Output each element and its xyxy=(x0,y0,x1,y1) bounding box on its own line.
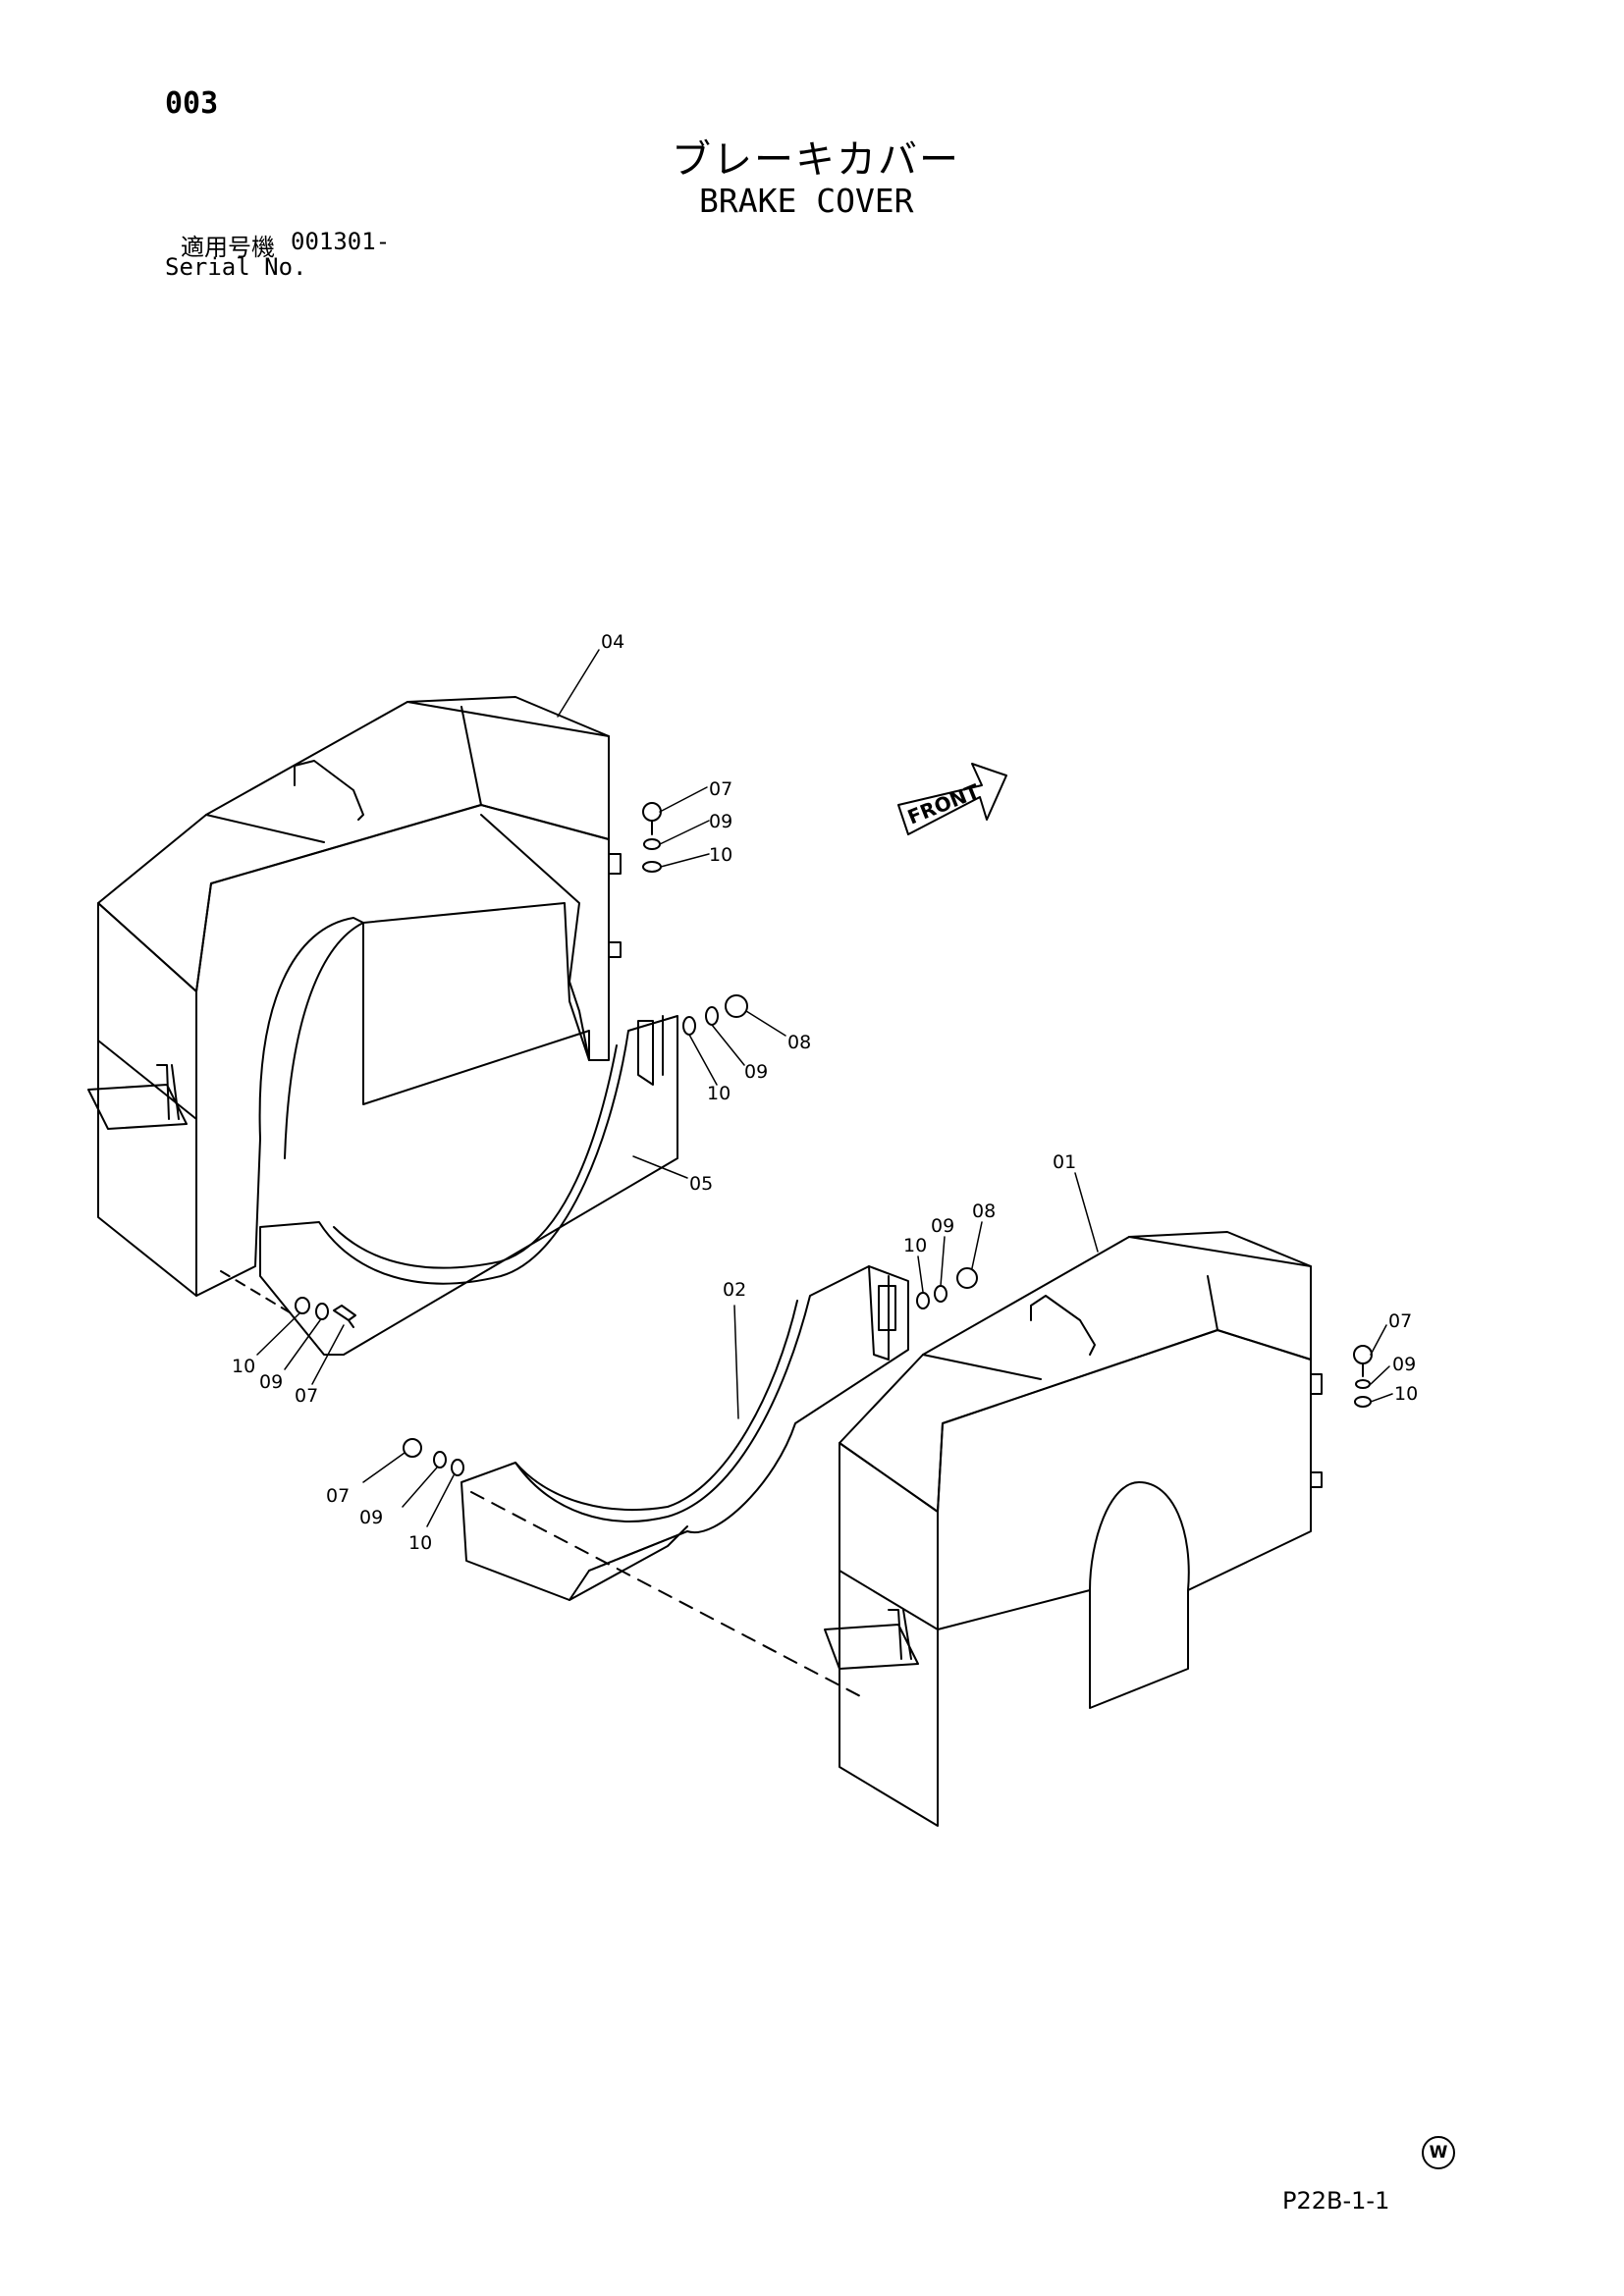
label-lower-mid-09: 09 xyxy=(359,1507,383,1528)
leader-lines xyxy=(688,1010,786,1086)
label-part-02: 02 xyxy=(723,1279,746,1301)
label-top-left-07: 07 xyxy=(709,778,732,800)
leader-lines xyxy=(917,1221,983,1293)
part-01-right-tab xyxy=(1310,1373,1323,1488)
label-mid-right-10: 10 xyxy=(903,1235,927,1256)
label-right-10: 10 xyxy=(1394,1383,1418,1405)
label-right-09: 09 xyxy=(1392,1354,1416,1375)
part-01-handle xyxy=(1030,1295,1096,1356)
leader-part-01 xyxy=(1074,1172,1099,1253)
page-number: 003 xyxy=(165,86,219,121)
leader-lines xyxy=(1370,1324,1393,1403)
part-05-arc-inner xyxy=(333,1044,618,1269)
fastener-group-lower-middle xyxy=(362,1438,464,1527)
part-04-cover xyxy=(87,696,622,1297)
part-04-lower-side xyxy=(195,1118,261,1297)
label-lower-mid-07: 07 xyxy=(326,1485,350,1507)
part-05-plate xyxy=(259,1015,678,1356)
label-lower-left-10: 10 xyxy=(232,1356,255,1377)
leader-part-02 xyxy=(733,1305,739,1419)
label-mid-right-09: 09 xyxy=(931,1215,954,1237)
front-label: FRONT xyxy=(904,779,983,829)
page-title-english: BRAKE COVER xyxy=(699,182,914,220)
label-mid-left-09: 09 xyxy=(744,1061,768,1083)
part-04-handle xyxy=(294,760,364,821)
washer-10 xyxy=(295,1297,310,1314)
washer-09 xyxy=(705,1006,719,1026)
bolt-08-head xyxy=(956,1267,978,1289)
fastener-group-middle-left xyxy=(682,994,786,1086)
label-mid-left-08: 08 xyxy=(787,1032,811,1053)
page-code: P22B-1-1 xyxy=(1282,2187,1390,2215)
washer-09 xyxy=(433,1451,447,1468)
part-01-bracket xyxy=(824,1609,919,1670)
leader-lines xyxy=(362,1452,455,1527)
part-02-outline xyxy=(460,1265,909,1601)
fastener-group-middle-right xyxy=(916,1221,983,1309)
part-04-top-face xyxy=(97,701,610,992)
leader-lines xyxy=(659,786,710,868)
label-top-left-10: 10 xyxy=(709,844,732,866)
washer-09 xyxy=(1355,1379,1371,1389)
part-02-flange xyxy=(868,1265,896,1361)
part-01-top-ridge xyxy=(922,1231,1312,1380)
part-04-side-face xyxy=(195,804,610,1061)
label-part-01: 01 xyxy=(1053,1151,1076,1173)
washer-10 xyxy=(642,861,662,873)
label-lower-left-09: 09 xyxy=(259,1371,283,1393)
fastener-group-right xyxy=(1353,1324,1393,1408)
bolt-07-head xyxy=(403,1438,422,1458)
part-01-cover xyxy=(824,1231,1323,1827)
label-mid-right-08: 08 xyxy=(972,1201,996,1222)
part-02-plate xyxy=(460,1265,909,1601)
bolt-07-head xyxy=(1353,1345,1373,1364)
fastener-group-lower-left xyxy=(256,1297,356,1385)
part-05-flange xyxy=(637,1015,664,1086)
part-01-arch xyxy=(1089,1589,1189,1709)
part-02-arc-inner xyxy=(514,1300,798,1511)
part-04-top-ridge xyxy=(205,696,610,843)
part-05-outline xyxy=(259,1015,678,1356)
bolt-07 xyxy=(333,1305,356,1328)
leader-lines xyxy=(256,1312,345,1385)
washer-10 xyxy=(916,1292,930,1309)
part-labels: 04 07 09 10 08 09 10 05 10 09 07 01 08 0… xyxy=(232,631,1418,1554)
label-lower-mid-10: 10 xyxy=(408,1532,432,1554)
washer-10 xyxy=(451,1459,464,1476)
part-04-arch xyxy=(258,917,364,1159)
label-mid-left-10: 10 xyxy=(707,1083,731,1104)
washer-10 xyxy=(682,1016,696,1036)
label-top-left-09: 09 xyxy=(709,811,732,832)
washer-10 xyxy=(1354,1396,1372,1408)
assembly-center-line xyxy=(470,1491,865,1699)
part-02-lower-lip xyxy=(568,1525,688,1601)
leader-part-04 xyxy=(557,649,600,718)
serial-label-japanese: 適用号機 xyxy=(181,234,275,261)
part-01-front-face xyxy=(839,1442,939,1630)
w-circle-mark: W xyxy=(1422,2136,1455,2169)
part-01-top-face xyxy=(839,1236,1312,1513)
serial-value: 001301- xyxy=(291,228,391,255)
bolt-07-head xyxy=(642,802,662,822)
part-04-right-tab xyxy=(608,853,622,958)
front-arrow-outline xyxy=(897,763,1007,835)
fastener-group-top-left xyxy=(642,786,710,873)
part-04-arch-inner xyxy=(362,902,590,1105)
washer-09 xyxy=(934,1285,947,1303)
washer-09 xyxy=(643,838,661,850)
label-lower-left-07: 07 xyxy=(295,1385,318,1407)
serial-label-english: Serial No. xyxy=(165,253,307,281)
label-part-04: 04 xyxy=(601,631,624,653)
label-part-05: 05 xyxy=(689,1173,713,1195)
part-04-bracket xyxy=(87,1064,188,1130)
leader-part-05 xyxy=(632,1155,688,1179)
part-01-side-face xyxy=(937,1329,1312,1630)
page-title-japanese: ブレーキカバー xyxy=(672,137,960,183)
washer-09 xyxy=(315,1303,329,1320)
label-right-07: 07 xyxy=(1388,1310,1412,1332)
bolt-08-head xyxy=(725,994,748,1018)
front-direction-arrow: FRONT xyxy=(897,763,1007,835)
assembly-center-line-left xyxy=(220,1270,296,1316)
